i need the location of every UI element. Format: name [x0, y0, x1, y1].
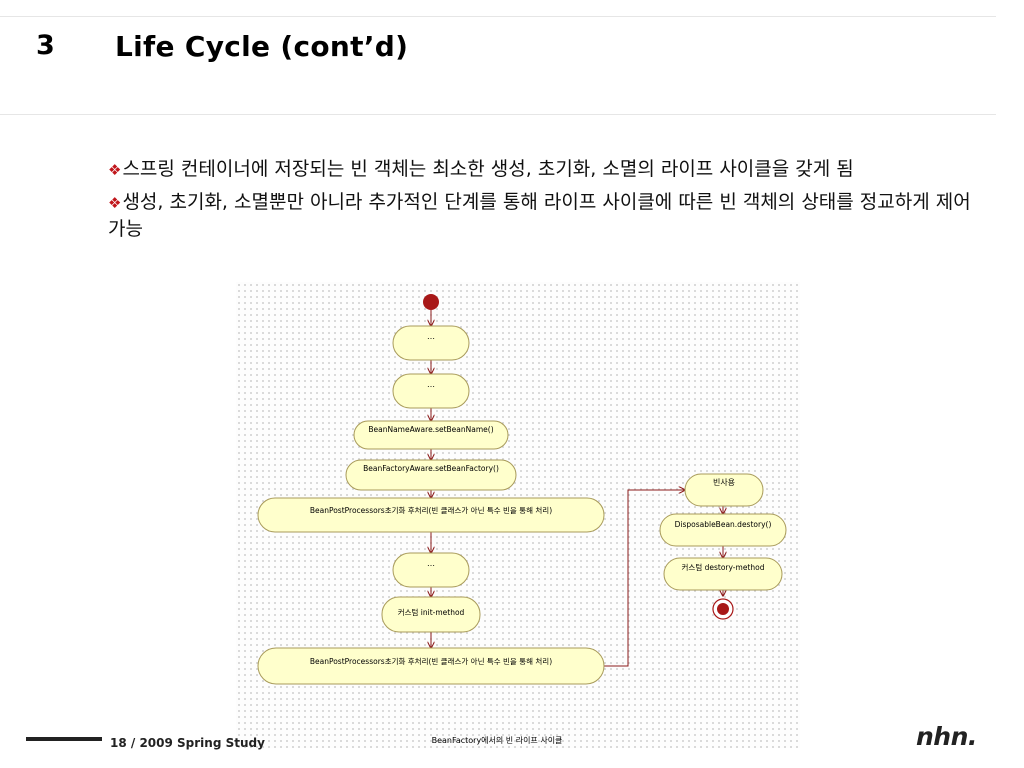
node-1: …	[392, 325, 470, 361]
bullet-text: 스프링 컨테이너에 저장되는 빈 객체는 최소한 생성, 초기화, 소멸의 라이…	[122, 158, 854, 180]
node-label: BeanPostProcessors초기화 후처리(빈 클래스가 아닌 특수 빈…	[310, 656, 552, 666]
diamond-bullet-icon: ❖	[108, 161, 122, 179]
node-9: 빈사용	[684, 473, 764, 507]
node-label: 커스텀 init-method	[398, 608, 465, 617]
node-label: DisposableBean.destory()	[675, 520, 772, 529]
node-8: BeanPostProcessors초기화 후처리(빈 클래스가 아닌 특수 빈…	[257, 647, 605, 685]
slide-number: 3	[36, 30, 55, 61]
node-label: BeanFactoryAware.setBeanFactory()	[363, 464, 499, 473]
node-label: …	[427, 332, 435, 341]
lifecycle-diagram: … … BeanNameAware.setBeanName() BeanFact…	[236, 282, 800, 748]
node-label: BeanPostProcessors초기화 후처리(빈 클래스가 아닌 특수 빈…	[310, 505, 552, 515]
bullet-list: ❖스프링 컨테이너에 저장되는 빈 객체는 최소한 생성, 초기화, 소멸의 라…	[108, 156, 988, 248]
title-rule	[0, 114, 996, 115]
node-label: BeanNameAware.setBeanName()	[368, 425, 493, 434]
diagram-caption: BeanFactory에서의 빈 라이프 사이클	[432, 735, 563, 745]
footer-text: 18 / 2009 Spring Study	[110, 736, 265, 750]
node-4: BeanFactoryAware.setBeanFactory()	[345, 459, 517, 491]
node-10: DisposableBean.destory()	[659, 513, 787, 547]
footer-bar	[26, 737, 102, 741]
node-label: 커스텀 destory-method	[682, 563, 765, 572]
node-label: …	[427, 559, 435, 568]
nhn-logo: nhn.	[916, 722, 977, 751]
bullet-item: ❖스프링 컨테이너에 저장되는 빈 객체는 최소한 생성, 초기화, 소멸의 라…	[108, 156, 988, 183]
node-5: BeanPostProcessors초기화 후처리(빈 클래스가 아닌 특수 빈…	[257, 497, 605, 533]
node-label: 빈사용	[713, 478, 735, 487]
flow-arrows	[431, 310, 723, 667]
node-2: …	[392, 373, 470, 409]
node-label: …	[427, 380, 435, 389]
end-node	[712, 598, 734, 620]
node-3: BeanNameAware.setBeanName()	[353, 420, 509, 450]
bullet-text: 생성, 초기화, 소멸뿐만 아니라 추가적인 단계를 통해 라이프 사이클에 따…	[108, 191, 971, 240]
diamond-bullet-icon: ❖	[108, 194, 122, 212]
node-11: 커스텀 destory-method	[663, 557, 783, 591]
slide-title: Life Cycle (cont’d)	[115, 30, 409, 63]
top-rule	[0, 16, 996, 17]
bullet-item: ❖생성, 초기화, 소멸뿐만 아니라 추가적인 단계를 통해 라이프 사이클에 …	[108, 189, 988, 242]
node-6: …	[392, 552, 470, 588]
start-node	[423, 294, 439, 310]
node-7: 커스텀 init-method	[381, 596, 481, 633]
